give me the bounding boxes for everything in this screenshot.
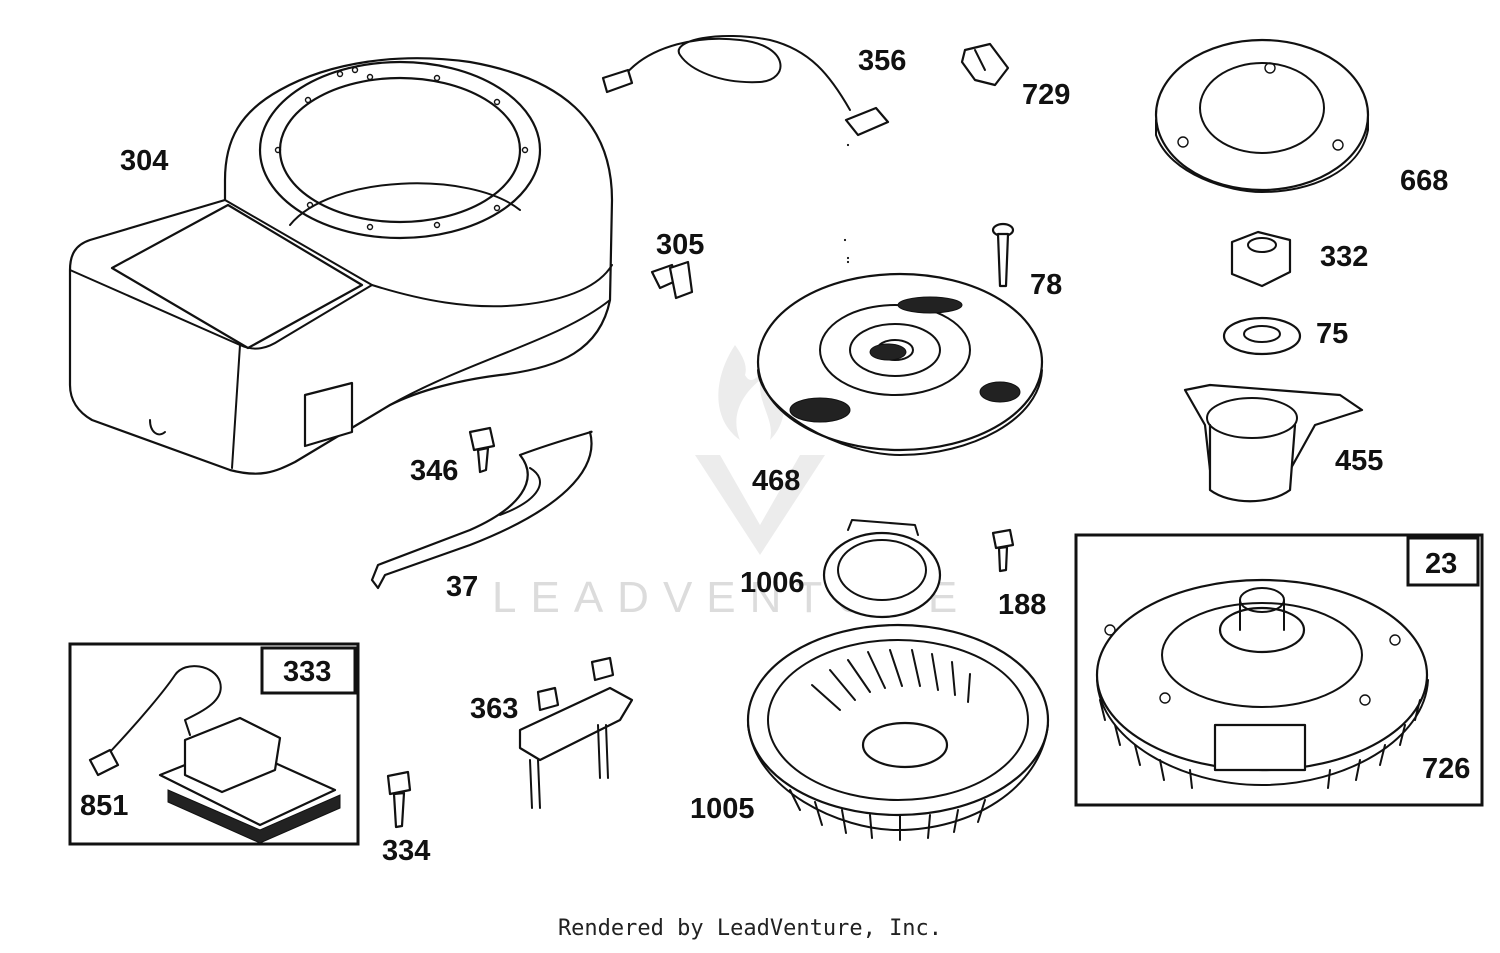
label-333: 333 (283, 656, 331, 688)
bolt-188 (991, 528, 1015, 573)
nut-332 (1230, 230, 1292, 288)
bolt-334 (386, 770, 412, 829)
label-75: 75 (1316, 318, 1348, 350)
grommet-729 (960, 42, 1010, 87)
plate-668 (1154, 38, 1370, 193)
bracket-363 (518, 656, 634, 809)
label-37: 37 (446, 571, 478, 603)
bolt-346 (468, 426, 496, 474)
label-188: 188 (998, 589, 1046, 621)
label-356: 356 (858, 45, 906, 77)
bolt-305 (650, 260, 694, 300)
cup-455 (1183, 383, 1364, 503)
box-23 (1074, 533, 1484, 807)
label-332: 332 (1320, 241, 1368, 273)
tag-23 (1406, 536, 1480, 587)
label-1005: 1005 (690, 793, 755, 825)
ignition-armature-851 (88, 665, 341, 844)
box-333 (68, 642, 360, 846)
label-455: 455 (1335, 445, 1383, 477)
label-851: 851 (80, 790, 128, 822)
blower-housing-304 (68, 57, 614, 475)
label-668: 668 (1400, 165, 1448, 197)
label-1006: 1006 (740, 567, 805, 599)
screen-holes (789, 296, 1021, 423)
baffle-37 (370, 430, 593, 590)
label-363: 363 (470, 693, 518, 725)
wire-356 (601, 34, 890, 264)
screw-78 (991, 222, 1015, 288)
label-304: 304 (120, 145, 168, 177)
label-346: 346 (410, 455, 458, 487)
footer-credit: Rendered by LeadVenture, Inc. (557, 916, 943, 941)
label-334: 334 (382, 835, 430, 867)
flywheel-1005 (746, 623, 1050, 841)
label-729: 729 (1022, 79, 1070, 111)
tag-333 (260, 646, 357, 695)
label-78: 78 (1030, 269, 1062, 301)
ring-1006 (822, 519, 942, 619)
label-468: 468 (752, 465, 800, 497)
flywheel-726 (1095, 578, 1429, 789)
washer-75 (1222, 316, 1302, 356)
label-305: 305 (656, 229, 704, 261)
screen-468 (756, 272, 1044, 456)
label-23: 23 (1425, 548, 1457, 580)
flywheel-fins (789, 649, 986, 841)
label-726: 726 (1422, 753, 1470, 785)
